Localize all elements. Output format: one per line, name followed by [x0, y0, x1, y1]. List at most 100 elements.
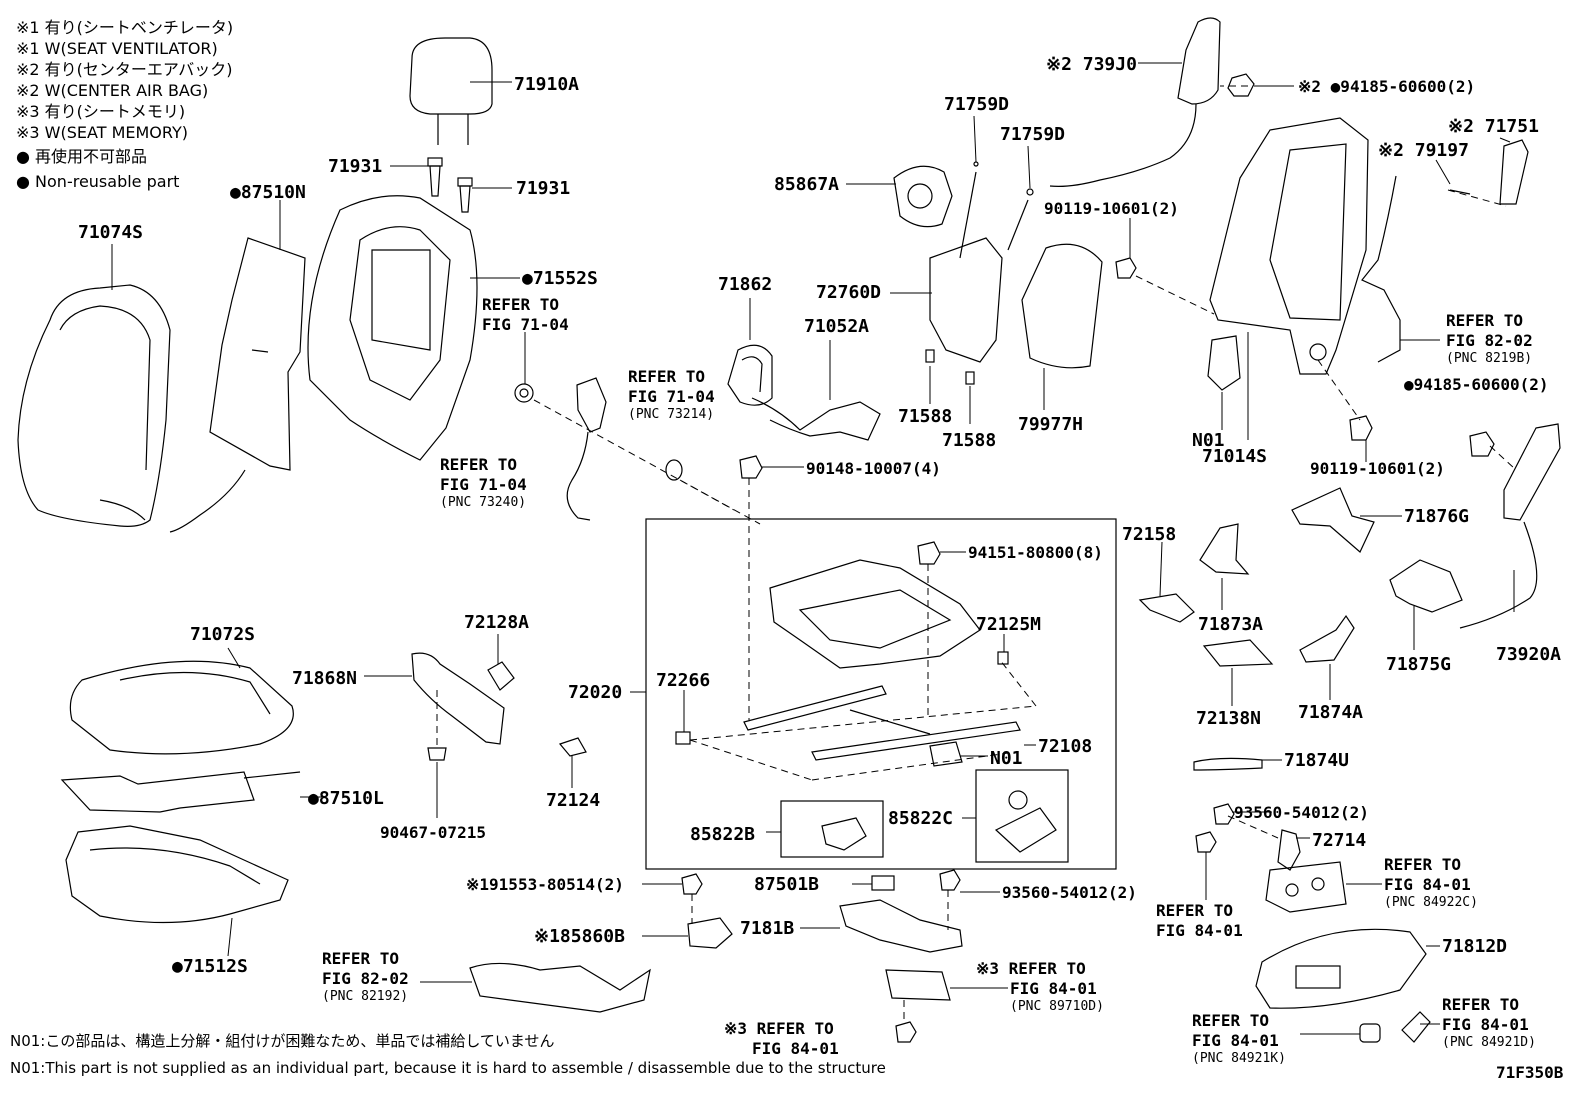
- label-87510N: ●87510N: [230, 182, 306, 203]
- bracket-72714[interactable]: [1277, 829, 1301, 871]
- refer-label: FIG 84-01: [1384, 875, 1471, 894]
- label-71014S: 71014S: [1202, 446, 1267, 467]
- part-79977H[interactable]: [1021, 243, 1103, 369]
- bolt-90148[interactable]: [739, 455, 763, 479]
- label-72760D: 72760D: [816, 282, 881, 303]
- legend-line: ※2 有り(センターエアバック): [16, 60, 233, 79]
- label-71072S: 71072S: [190, 624, 255, 645]
- part-71875G[interactable]: [1389, 559, 1463, 613]
- label-72138N: 72138N: [1196, 708, 1261, 729]
- part-71873A[interactable]: [1199, 523, 1250, 575]
- clip-90467[interactable]: [427, 747, 447, 761]
- refer-label: (PNC 84922C): [1384, 895, 1478, 910]
- airbag-73920A[interactable]: [1459, 423, 1561, 629]
- part-71874U[interactable]: [1193, 757, 1263, 771]
- label-85860B: ※185860B: [534, 926, 625, 947]
- cushion-heater-87510L[interactable]: [60, 771, 301, 813]
- refer-label: (PNC 84921D): [1442, 1035, 1536, 1050]
- seatback-frame-71014S[interactable]: [1209, 117, 1369, 375]
- legend: ※1 有り(シートベンチレータ) ※1 W(SEAT VENTILATOR) ※…: [16, 18, 233, 191]
- grommet-part[interactable]: [514, 383, 534, 403]
- part-72138N[interactable]: [1202, 639, 1274, 667]
- refer-label: FIG 82-02: [1446, 331, 1533, 350]
- refer-label: FIG 84-01: [1010, 979, 1097, 998]
- harness-82192[interactable]: [469, 962, 651, 1013]
- label-72020: 72020: [568, 682, 622, 703]
- knob-84921D[interactable]: [1401, 1011, 1431, 1043]
- label-191553: ※191553-80514(2): [466, 875, 624, 894]
- refer-label: FIG 84-01: [752, 1039, 839, 1058]
- seat-track-assembly-72020[interactable]: [645, 518, 1117, 870]
- motor-N01-upper[interactable]: [1207, 335, 1241, 391]
- buckle-part[interactable]: [566, 377, 607, 521]
- bolt-90119-b[interactable]: [1349, 415, 1373, 441]
- seatback-heater-part[interactable]: [169, 237, 306, 533]
- label-72125M: 72125M: [976, 614, 1041, 635]
- label-739J0: ※2 739J0: [1046, 54, 1137, 75]
- part-71751[interactable]: [1449, 139, 1529, 205]
- label-71874A: 71874A: [1298, 702, 1363, 723]
- trim-71868N[interactable]: [411, 652, 505, 745]
- label-72128A: 72128A: [464, 612, 529, 633]
- bolt-93560-b[interactable]: [939, 869, 961, 891]
- seatback-cover-part[interactable]: [17, 284, 171, 527]
- bolt-90119-a[interactable]: [1115, 257, 1137, 279]
- refer-label: REFER TO: [1384, 855, 1461, 874]
- refer-label: FIG 71-04: [628, 387, 715, 406]
- ecu-89710D[interactable]: [885, 969, 951, 1001]
- refer-label: FIG 84-01: [1156, 921, 1243, 940]
- nut-94185-b[interactable]: [1469, 431, 1495, 457]
- refer-label: REFER TO: [628, 367, 705, 386]
- part-72158[interactable]: [1138, 593, 1195, 623]
- label-72158: 72158: [1122, 524, 1176, 545]
- bolt-93560-a[interactable]: [1195, 803, 1235, 853]
- part-71876G[interactable]: [1291, 487, 1375, 553]
- wire-79197[interactable]: [1361, 175, 1401, 363]
- refer-label: ※3 REFER TO: [976, 959, 1086, 978]
- label-85822C: 85822C: [888, 808, 953, 829]
- part-85860B[interactable]: [687, 917, 733, 949]
- label-71512S: ●71512S: [172, 956, 248, 977]
- bracket-7181B[interactable]: [839, 899, 963, 953]
- seat-cover-71862[interactable]: [727, 344, 773, 406]
- label-85867A: 85867A: [774, 174, 839, 195]
- seatback-pad-part[interactable]: [307, 195, 478, 461]
- label-90148: 90148-10007(4): [806, 459, 941, 478]
- headrest-support-part[interactable]: [427, 157, 473, 213]
- nut-94151[interactable]: [917, 541, 941, 565]
- center-airbag-739J0[interactable]: [1049, 17, 1221, 187]
- clip-87501B[interactable]: [871, 875, 895, 891]
- washer-part[interactable]: [665, 459, 683, 481]
- cushion-pad-71512S[interactable]: [65, 825, 289, 924]
- footnotes: N01:この部品は、構造上分解・組付けが困難なため、単品では補給していません N…: [10, 1032, 1564, 1082]
- label-90119: 90119-10601(2): [1310, 459, 1445, 478]
- headrest-part[interactable]: [409, 37, 493, 145]
- label-72266: 72266: [656, 670, 710, 691]
- part-85867A[interactable]: [893, 165, 953, 228]
- wire-harness-71052A[interactable]: [751, 397, 881, 441]
- nut-94185[interactable]: [1227, 73, 1255, 97]
- refer-label: REFER TO: [322, 949, 399, 968]
- label-93560: 93560-54012(2): [1234, 803, 1369, 822]
- lumbar-support-72760D[interactable]: [925, 161, 1034, 385]
- label-94185: ●94185-60600(2): [1404, 375, 1549, 394]
- cushion-cover-71072S[interactable]: [69, 660, 294, 755]
- knob-84921K[interactable]: [1359, 1023, 1381, 1043]
- label-87510L: ●87510L: [308, 788, 384, 809]
- label-90467: 90467-07215: [380, 823, 486, 842]
- label-71875G: 71875G: [1386, 654, 1451, 675]
- label-72124: 72124: [546, 790, 600, 811]
- label-71052A: 71052A: [804, 316, 869, 337]
- label-71931: 71931: [516, 178, 570, 199]
- switch-84922C[interactable]: [1265, 861, 1347, 913]
- side-cover-71812D[interactable]: [1255, 928, 1427, 1009]
- clip-72128A[interactable]: [487, 661, 515, 691]
- label-71552S: ●71552S: [522, 268, 598, 289]
- bolt-191553[interactable]: [681, 873, 703, 895]
- bolt-bottom[interactable]: [895, 1021, 917, 1043]
- part-71874A[interactable]: [1299, 614, 1355, 663]
- clip-72124[interactable]: [558, 737, 587, 757]
- footnote-en: N01:This part is not supplied as an indi…: [10, 1059, 886, 1077]
- refer-label: (PNC 82192): [322, 989, 408, 1004]
